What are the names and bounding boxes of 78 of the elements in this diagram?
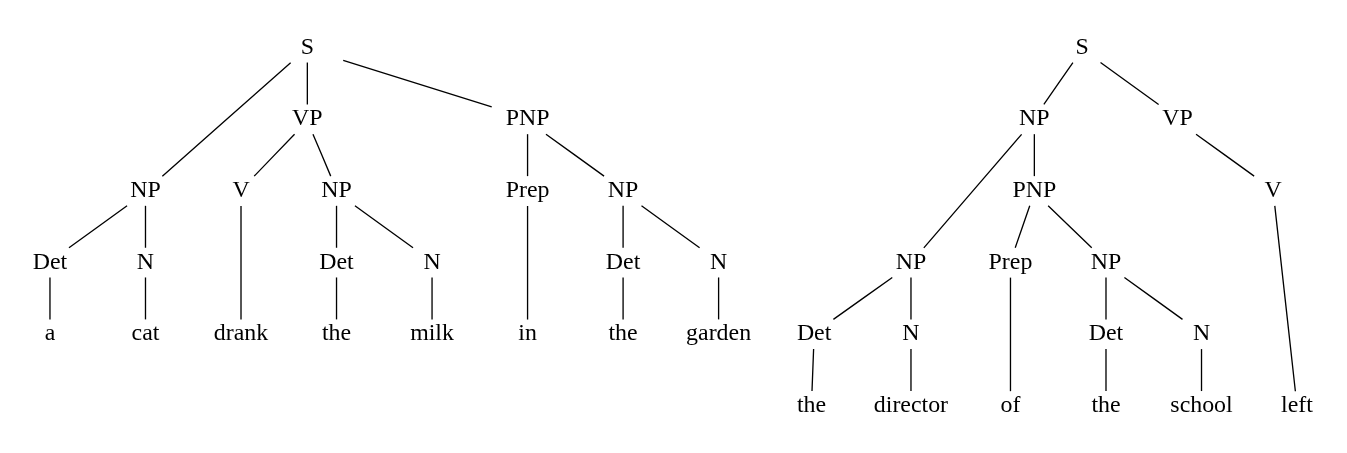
node-text: a: [44, 318, 56, 345]
node-text: N: [1192, 318, 1211, 345]
node-text: the: [796, 390, 827, 417]
node-text: Det: [319, 247, 354, 274]
node-text: of: [1000, 390, 1021, 417]
connector: [622, 276, 624, 320]
connector: [253, 133, 296, 177]
connector: [1105, 347, 1107, 392]
connector: [545, 133, 605, 177]
node-text: VP: [1162, 103, 1193, 130]
node-text: N: [709, 247, 728, 274]
connector: [1200, 347, 1203, 392]
node-text: Det: [1088, 318, 1124, 345]
connector: [312, 133, 332, 177]
node-text: PNP: [1012, 175, 1057, 202]
node-text: the: [1091, 390, 1121, 417]
node-text: the: [608, 318, 638, 345]
connector: [1047, 204, 1093, 248]
node-text: NP: [321, 175, 352, 202]
node-text: N: [423, 247, 441, 274]
connector: [306, 61, 308, 105]
connector: [1195, 133, 1255, 177]
node-text: Prep: [988, 247, 1033, 274]
connector: [811, 347, 815, 392]
connector: [342, 59, 493, 108]
connector: [526, 204, 529, 320]
node-text: NP: [895, 247, 927, 274]
connector: [1033, 133, 1035, 177]
connector: [640, 204, 701, 248]
node-text: the: [321, 318, 352, 345]
connector: [144, 204, 147, 248]
connector: [1274, 204, 1297, 392]
node-text: in: [518, 318, 537, 345]
node-text: garden: [686, 318, 752, 345]
node-text: Det: [796, 318, 832, 345]
connector: [1099, 61, 1160, 105]
connector: [335, 276, 338, 320]
node-text: NP: [1019, 103, 1050, 130]
node-text: left: [1281, 390, 1313, 417]
connector: [1014, 204, 1031, 248]
node-text: V: [1264, 175, 1282, 202]
connector: [354, 204, 414, 248]
node-text: Prep: [505, 175, 550, 202]
connector: [161, 61, 292, 177]
node-text: director: [873, 390, 949, 417]
node-text: S: [300, 32, 314, 59]
node-text: PNP: [505, 103, 550, 130]
connector: [335, 204, 338, 248]
node-text: school: [1170, 390, 1233, 417]
node-text: NP: [607, 175, 639, 202]
connector: [910, 276, 912, 320]
connector: [1009, 276, 1012, 392]
connector: [526, 133, 529, 177]
connector: [144, 276, 147, 320]
connector: [240, 204, 242, 320]
node-text: S: [1075, 32, 1089, 59]
connector: [1123, 276, 1184, 320]
node-text: N: [902, 318, 920, 345]
node-text: NP: [1090, 247, 1122, 274]
connector: [1043, 61, 1074, 105]
node-text: Det: [32, 247, 68, 274]
connector: [923, 133, 1023, 249]
node-text: V: [232, 175, 250, 202]
connector: [1105, 276, 1107, 320]
node-text: N: [136, 247, 155, 274]
connector: [832, 276, 893, 320]
node-text: Det: [605, 247, 641, 274]
connector: [49, 276, 51, 320]
connector: [717, 276, 720, 320]
connector: [68, 204, 128, 248]
node-text: milk: [410, 318, 454, 345]
connector: [431, 276, 433, 320]
node-text: drank: [213, 318, 269, 345]
node-text: VP: [292, 103, 323, 130]
connector: [910, 347, 912, 392]
node-text: NP: [130, 175, 161, 202]
connector: [622, 204, 624, 248]
node-text: cat: [131, 318, 160, 345]
